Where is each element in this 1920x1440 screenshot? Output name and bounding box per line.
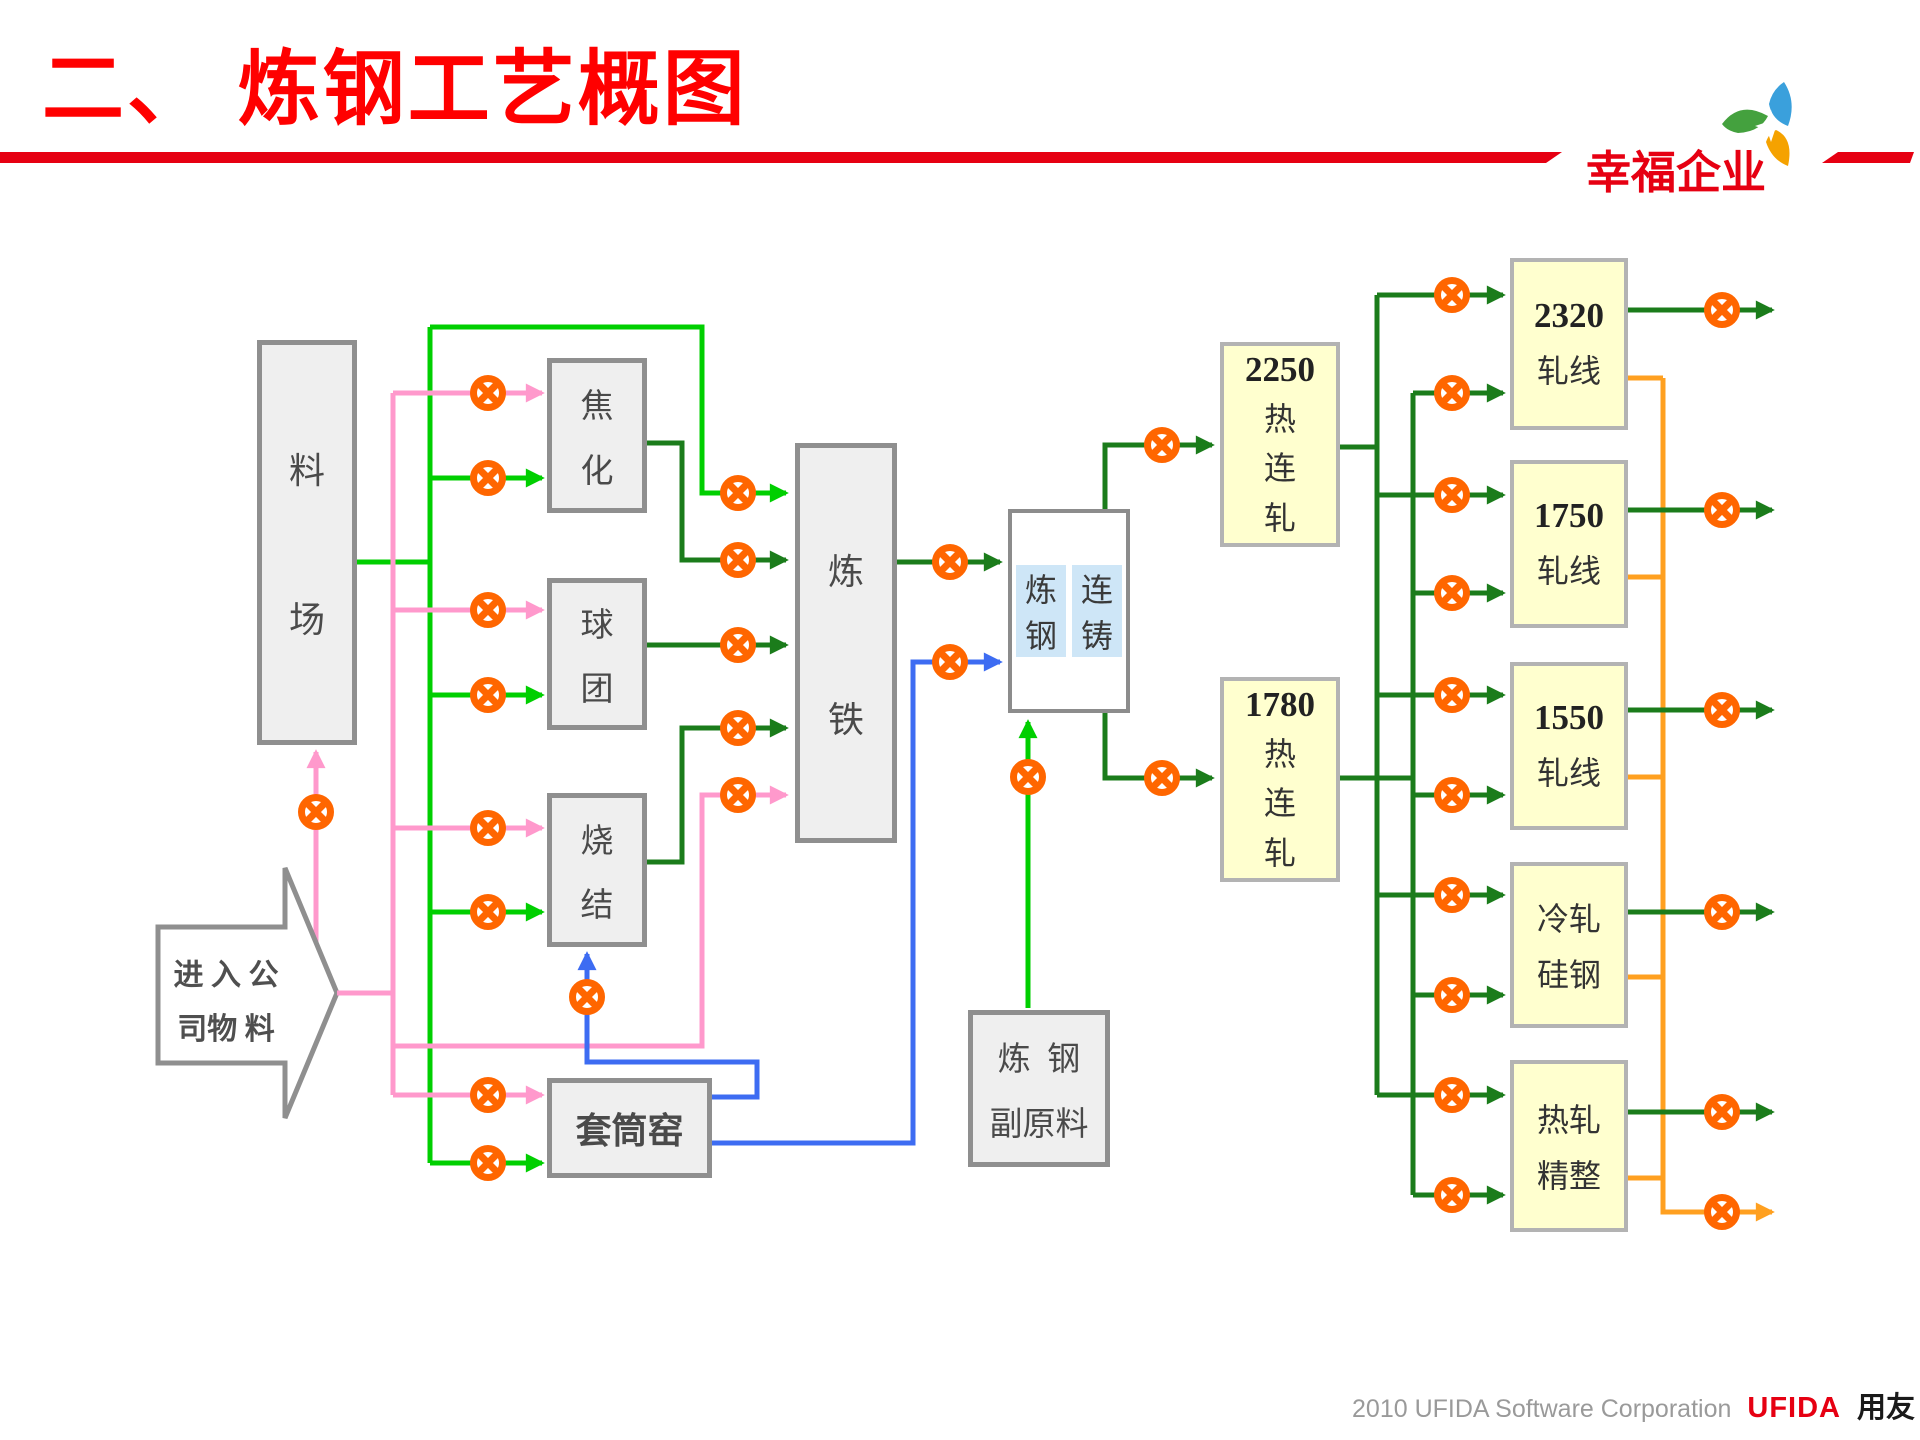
box-hot-mill-2250: 2250 热 连 轧	[1220, 342, 1340, 547]
box-label: 进 入 公	[173, 959, 279, 992]
box-label: 铸	[1080, 618, 1113, 654]
box-label: 2320	[1534, 296, 1604, 335]
box-label: 轧线	[1536, 553, 1601, 589]
box-sintering: 烧 结	[547, 793, 647, 947]
box-label: 轧线	[1536, 353, 1601, 389]
box-label: 连	[1263, 450, 1296, 487]
box-label: 司物 料	[177, 1013, 275, 1046]
box-label: 球	[580, 608, 614, 645]
box-label: 硅钢	[1536, 957, 1601, 993]
box-mill-2320: 2320 轧线	[1510, 258, 1628, 430]
box-label: 轧	[1263, 500, 1296, 537]
box-material-yard: 料 场	[257, 340, 357, 745]
box-iron-making: 炼 铁	[795, 443, 897, 843]
box-label: 轧线	[1536, 755, 1601, 791]
incoming-arrow-label: 进 入 公 司物 料	[162, 940, 290, 1058]
box-label: 场	[288, 600, 325, 640]
box-label: 炼	[827, 552, 864, 593]
box-label: 1550	[1534, 698, 1604, 737]
box-label: 轧	[1263, 835, 1296, 872]
box-label: 精整	[1536, 1158, 1601, 1194]
ufida-logo-text: UFIDA	[1747, 1392, 1841, 1424]
flow-green-layer	[357, 324, 1038, 1173]
box-label: 连	[1263, 785, 1296, 822]
box-label: 铁	[827, 699, 864, 740]
box-steelmaking-casting: 炼 钢 连 铸	[1008, 509, 1130, 713]
box-label: 焦	[580, 389, 614, 426]
box-label: 烧	[580, 824, 614, 860]
pinwheel-green-petal	[1722, 109, 1768, 133]
title-rule-right	[1822, 152, 1914, 163]
pinwheel-icon	[1722, 82, 1792, 166]
flow-orange-layer	[1628, 375, 1775, 1222]
flow-blue-layer	[577, 652, 1003, 1146]
box-aux-material: 炼 钢 副原料	[968, 1010, 1110, 1167]
box-label: 炼 钢	[997, 1042, 1081, 1078]
pinwheel-blue-petal	[1769, 82, 1792, 126]
box-label: 连	[1080, 572, 1113, 608]
title-rule-left	[0, 152, 1562, 163]
flow-line	[647, 440, 789, 570]
box-mill-1550: 1550 轧线	[1510, 662, 1628, 830]
box-label: 钢	[1024, 618, 1057, 654]
box-label: 结	[580, 888, 614, 924]
box-label: 团	[580, 671, 614, 708]
yonyou-logo-text: 用友	[1856, 1392, 1915, 1424]
box-label: 化	[580, 453, 614, 490]
box-sleeve-kiln: 套筒窑	[547, 1078, 712, 1178]
box-hot-rolling-finishing: 热轧 精整	[1510, 1060, 1628, 1232]
box-label: 1780	[1245, 684, 1315, 724]
box-label: 2250	[1245, 349, 1315, 389]
box-label: 1750	[1534, 496, 1604, 535]
box-label: 热	[1263, 400, 1296, 437]
box-label: 套筒窑	[575, 1111, 684, 1151]
box-hot-mill-1780: 1780 热 连 轧	[1220, 677, 1340, 882]
footer: 2010 UFIDA Software Corporation UFIDA 用友	[1330, 1384, 1915, 1426]
box-pelletizing: 球 团	[547, 578, 647, 730]
box-label: 冷轧	[1536, 901, 1601, 937]
brand-text: 幸福企业	[1586, 147, 1767, 198]
pinwheel-star	[1755, 110, 1787, 142]
flow-line	[577, 951, 760, 1100]
box-label: 副原料	[989, 1107, 1089, 1143]
incoming-arrow-shape	[155, 867, 340, 1119]
box-label: 料	[288, 451, 325, 491]
box-steel-making: 炼 钢	[1016, 565, 1066, 657]
box-label: 热	[1263, 735, 1296, 772]
box-coking: 焦 化	[547, 358, 647, 513]
box-continuous-casting: 连 铸	[1072, 565, 1122, 657]
page-title: 二、 炼钢工艺概图	[42, 44, 748, 135]
box-label: 热轧	[1536, 1102, 1601, 1138]
box-label: 炼	[1024, 572, 1057, 608]
box-cold-rolled-silicon: 冷轧 硅钢	[1510, 862, 1628, 1028]
copyright-text: 2010 UFIDA Software Corporation	[1352, 1395, 1732, 1423]
box-mill-1750: 1750 轧线	[1510, 460, 1628, 628]
